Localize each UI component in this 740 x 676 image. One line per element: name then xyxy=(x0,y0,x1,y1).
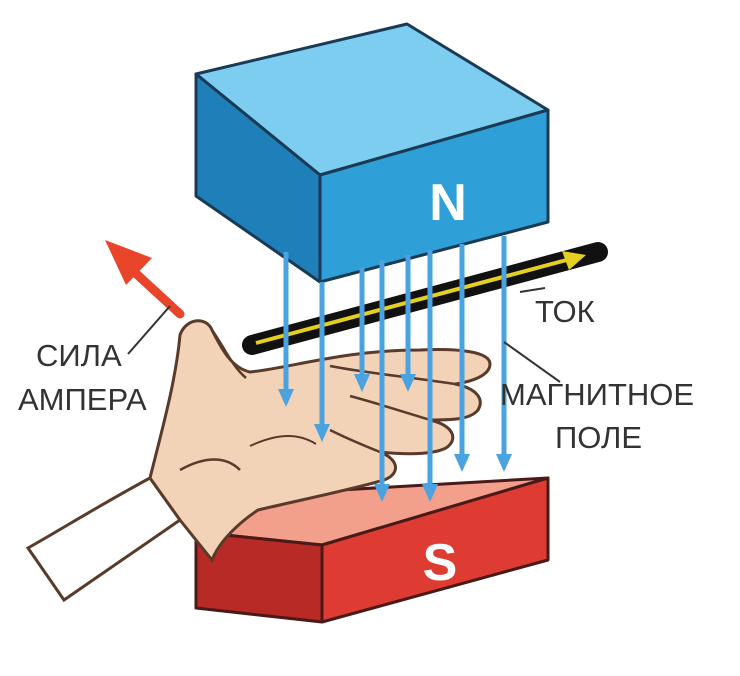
south-magnet-front xyxy=(320,476,550,624)
wire xyxy=(242,242,608,355)
field-leader-line xyxy=(503,341,561,383)
south-pole-label: S xyxy=(423,534,458,592)
field-line-8 xyxy=(496,236,512,472)
downward-arrow-icon xyxy=(314,424,330,442)
south-magnet xyxy=(194,476,550,624)
current-label: ТОК xyxy=(535,294,595,329)
north-magnet xyxy=(194,22,550,284)
force-label-line-1: СИЛА xyxy=(36,338,122,373)
downward-arrow-icon xyxy=(422,484,438,502)
field-label-line-2: ПОЛЕ xyxy=(555,420,642,455)
north-magnet-front xyxy=(318,108,550,284)
force-arrow xyxy=(105,240,185,319)
downward-arrow-icon xyxy=(278,389,294,407)
field-line-1 xyxy=(278,252,294,407)
force-leader-line xyxy=(127,305,171,355)
palm-crease-2 xyxy=(249,435,317,447)
current-line xyxy=(255,256,575,345)
downward-arrow-icon xyxy=(496,454,512,472)
sleeve xyxy=(25,476,183,603)
magnetic-field-lines xyxy=(278,236,512,502)
current-leader-line xyxy=(519,287,546,293)
downward-arrow-icon xyxy=(400,374,416,392)
force-arrow-shaft xyxy=(125,263,185,319)
field-line-5 xyxy=(400,255,416,392)
yellow-arrow-icon xyxy=(562,251,586,270)
field-line-6 xyxy=(422,250,438,502)
downward-arrow-icon xyxy=(374,484,390,502)
field-line-2 xyxy=(314,282,330,442)
field-label-line-1: МАГНИТНОЕ xyxy=(500,377,694,412)
field-line-3 xyxy=(354,268,370,392)
finger-line-3 xyxy=(329,428,381,454)
palm-crease xyxy=(179,458,241,472)
red-arrow-icon xyxy=(105,240,152,285)
field-line-4 xyxy=(374,260,390,502)
field-line-7 xyxy=(454,244,470,472)
finger-line-2 xyxy=(349,394,431,422)
downward-arrow-icon xyxy=(454,454,470,472)
thumb-crease xyxy=(210,329,247,379)
force-label-line-2: АМПЕРА xyxy=(18,382,147,417)
downward-arrow-icon xyxy=(354,374,370,392)
north-pole-label: N xyxy=(429,174,467,232)
